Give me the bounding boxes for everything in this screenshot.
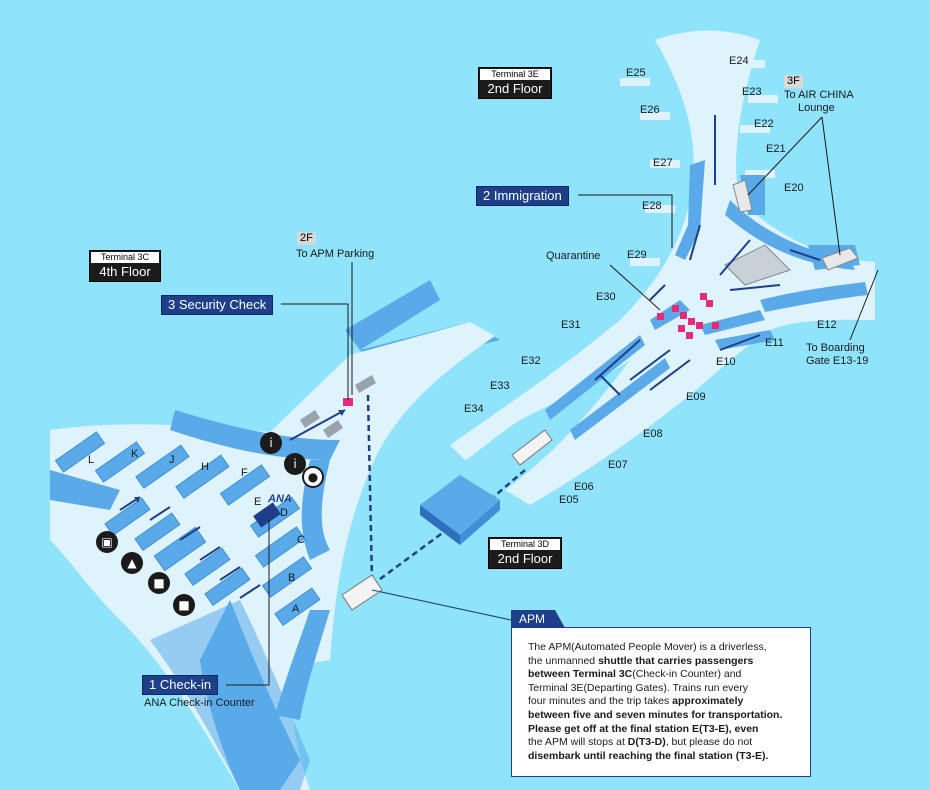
boarding-label-line2: Gate E13-19 (806, 355, 869, 367)
gate-e28: E28 (642, 200, 662, 212)
air-china-label-line1: To AIR CHINA (784, 89, 854, 101)
counter-e: E (254, 496, 262, 508)
apm-line-2: the unmanned shuttle that carries passen… (528, 654, 754, 667)
gate-e24: E24 (729, 55, 749, 67)
terminal-3d-building (420, 475, 500, 545)
terminal-3c-floor: 4th Floor (99, 264, 151, 279)
gate-e26: E26 (640, 104, 660, 116)
terminal-3e-tag: Terminal 3E 2nd Floor (478, 67, 552, 99)
gate-e20: E20 (784, 182, 804, 194)
apm-info-panel: The APM(Automated People Mover) is a dri… (511, 627, 811, 777)
gate-e31: E31 (561, 319, 581, 331)
gate-e09: E09 (686, 391, 706, 403)
gate-e08: E08 (643, 428, 663, 440)
terminal-3d-floor: 2nd Floor (497, 551, 553, 566)
ana-logo: ANA (268, 493, 292, 505)
check-in-counters (54, 431, 321, 627)
terminal-3c-building (50, 280, 500, 790)
step-check-in: 1 Check-in (142, 675, 219, 695)
gate-e25: E25 (626, 67, 646, 79)
gate-e22: E22 (754, 118, 774, 130)
terminal-3c-name: Terminal 3C (91, 252, 159, 263)
counter-c: C (297, 534, 305, 546)
terminal-3e-building (450, 30, 875, 505)
gate-e33: E33 (490, 380, 510, 392)
ana-counter-label: ANA Check-in Counter (144, 697, 255, 709)
apm-line-5: four minutes and the trip takes approxim… (528, 695, 744, 708)
step-security-check: 3 Security Check (161, 295, 274, 315)
apm-parking-floor-chip: 2F (297, 232, 316, 245)
apm-line-7: Please get off at the final station E(T3… (528, 722, 759, 735)
gate-e05: E05 (559, 494, 579, 506)
counter-j: J (169, 454, 175, 466)
gate-e29: E29 (627, 249, 647, 261)
immigration-booths (657, 293, 719, 339)
bus-icon: ■ (148, 572, 170, 594)
terminal-3d-name: Terminal 3D (490, 539, 560, 550)
callout-lines (226, 116, 879, 686)
gate-e21: E21 (766, 143, 786, 155)
apm-line-6: between five and seven minutes for trans… (528, 708, 783, 721)
apm-line-9: disembark until reaching the final stati… (528, 749, 769, 762)
step-immigration: 2 Immigration (476, 186, 569, 206)
ana-counter-highlight (253, 502, 281, 528)
boarding-label-line1: To Boarding (806, 342, 865, 354)
quarantine-label: Quarantine (546, 250, 601, 262)
information-desk-icon: ● (302, 466, 324, 488)
info-icon: i (260, 432, 282, 454)
walking-route-3e (594, 115, 821, 396)
apm-line-8: the APM will stops at D(T3-D), but pleas… (528, 736, 753, 749)
air-china-label-line2: Lounge (798, 102, 835, 114)
air-china-floor-chip: 3F (784, 75, 803, 88)
apm-tab: APM (511, 610, 565, 628)
counter-f: F (241, 467, 248, 479)
counter-h: H (201, 461, 209, 473)
security-area (300, 375, 376, 438)
apm-line-3: between Terminal 3C(Check-in Counter) an… (528, 668, 742, 681)
apm-line-4: Terminal 3E(Departing Gates). Trains run… (528, 681, 749, 694)
gate-e27: E27 (653, 157, 673, 169)
apm-train-3c (341, 574, 383, 611)
gate-e34: E34 (464, 403, 484, 415)
gate-e30: E30 (596, 291, 616, 303)
apm-train-3e (511, 429, 553, 466)
train-icon: ▣ (96, 531, 118, 553)
counter-l: L (88, 454, 95, 466)
terminal-3d-tag: Terminal 3D 2nd Floor (488, 537, 562, 569)
gate-e07: E07 (608, 459, 628, 471)
gate-e12: E12 (817, 319, 837, 331)
terminal-3e-name: Terminal 3E (480, 69, 550, 80)
taxi-icon: ▲ (121, 552, 143, 574)
apm-line-1: The APM(Automated People Mover) is a dri… (528, 641, 767, 653)
bus-icon: ■ (173, 594, 195, 616)
gate-e23: E23 (742, 86, 762, 98)
counter-a: A (292, 603, 300, 615)
info-icon: i (284, 453, 306, 475)
apm-parking-label: To APM Parking (296, 248, 375, 260)
gate-e06: E06 (574, 481, 594, 493)
counter-b: B (288, 572, 296, 584)
counter-k: K (131, 448, 139, 460)
counter-d: D (280, 507, 288, 519)
gate-e32: E32 (521, 355, 541, 367)
terminal-3c-tag: Terminal 3C 4th Floor (89, 250, 161, 282)
gate-e11: E11 (765, 337, 784, 349)
terminal-3e-floor: 2nd Floor (487, 81, 543, 96)
gate-e10: E10 (716, 356, 736, 368)
